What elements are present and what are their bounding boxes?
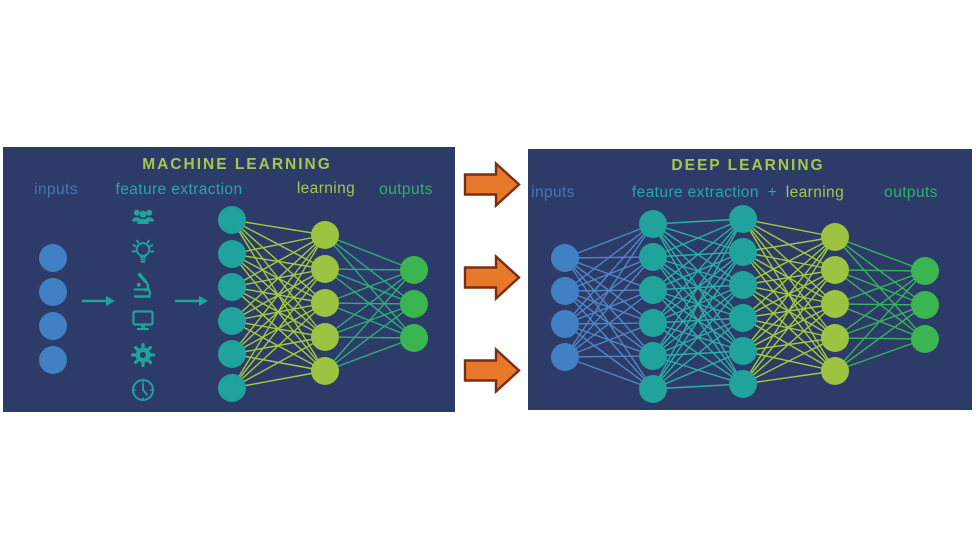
deep-learning-panel: DEEP LEARNING inputs feature extraction … <box>528 149 972 410</box>
right-block-arrow <box>463 161 521 208</box>
right-block-arrow <box>463 254 521 301</box>
ml-network-diagram <box>39 206 428 402</box>
machine-learning-panel: MACHINE LEARNING inputs feature extracti… <box>3 147 455 412</box>
right-block-arrow <box>463 347 521 394</box>
clock-icon <box>128 375 158 405</box>
label-inputs: inputs <box>531 184 575 201</box>
panel-title-deep-learning: DEEP LEARNING <box>671 157 825 174</box>
label-learning-part: learning <box>785 184 845 201</box>
label-feature-extraction-part: feature extraction <box>631 184 759 201</box>
panel-title-machine-learning: MACHINE LEARNING <box>142 156 332 173</box>
microscope-icon <box>128 271 158 301</box>
gear-icon <box>128 340 158 370</box>
label-outputs: outputs <box>884 184 938 201</box>
label-inputs: inputs <box>34 181 78 198</box>
plus-sign: + <box>767 184 778 201</box>
dl-network-diagram <box>551 205 939 403</box>
label-learning: learning <box>296 180 356 197</box>
users-icon <box>128 202 158 232</box>
label-feature-extraction-learning: feature extraction + learning <box>632 184 844 202</box>
label-feature-extraction: feature extraction <box>115 181 243 198</box>
label-outputs: outputs <box>379 181 433 198</box>
lightbulb-icon <box>128 237 158 267</box>
monitor-icon <box>128 305 158 335</box>
